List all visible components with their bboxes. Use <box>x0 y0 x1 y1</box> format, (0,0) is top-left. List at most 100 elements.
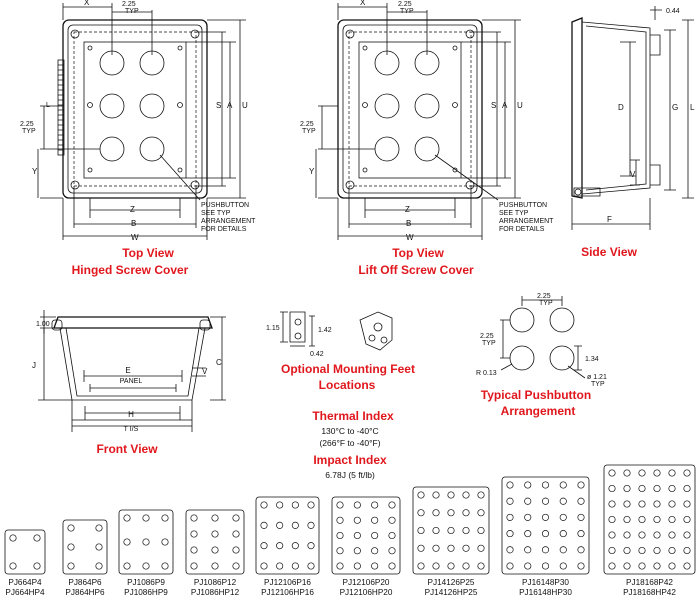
model-number-hinged: PJ12106HP20 <box>340 588 393 597</box>
pushbutton-hole <box>477 526 485 535</box>
pushbutton-hole <box>447 526 455 535</box>
model-number-hinged: PJ16148HP30 <box>519 588 572 597</box>
pushbutton-hole <box>336 501 344 509</box>
pushbutton-hole <box>541 481 550 489</box>
dim-pb-left-typ: TYP <box>482 340 496 347</box>
pushbutton-hole <box>623 531 631 539</box>
caption-front-view: Front View <box>96 442 158 456</box>
pushbutton-hole <box>291 562 299 570</box>
dim-f: F <box>607 215 612 224</box>
pushbutton-hole <box>388 516 396 524</box>
pushbutton-hole <box>211 562 219 570</box>
model-number: PJ12106P16 <box>264 578 311 587</box>
dim-z: Z <box>130 205 135 214</box>
pushbutton-hole <box>417 491 425 499</box>
dim-typ-2.25-r: 2.25 <box>300 121 314 128</box>
pushbutton-hole <box>506 481 514 489</box>
dim-1.00: 1.00 <box>36 321 50 328</box>
mounting-feet: 1.15 1.42 0.42 Optional Mounting Feet Lo… <box>266 311 415 392</box>
pushbutton-hole <box>211 514 219 522</box>
top-view-lift-off: X 2.25 TYP 2.25 TYP Y S A U Z B W PUSHBU… <box>300 0 554 277</box>
dim-e: E <box>125 366 130 375</box>
dim-w-r: W <box>406 233 414 242</box>
pushbutton-hole <box>683 484 691 493</box>
pushbutton-hole <box>371 516 379 524</box>
dim-l-side: L <box>690 103 695 112</box>
pushbutton-hole <box>683 469 691 477</box>
pushbutton-hole <box>353 547 361 555</box>
pushbutton-hole <box>524 562 532 570</box>
pushbutton-hole <box>276 501 284 509</box>
note-r-4: FOR DETAILS <box>499 226 545 233</box>
pushbutton-hole <box>447 544 455 552</box>
pushbutton-hole <box>336 547 344 555</box>
pushbutton-hole <box>211 546 219 554</box>
pushbutton-hole <box>477 491 485 499</box>
pushbutton-hole <box>559 530 567 538</box>
model-panel-outline <box>603 464 696 575</box>
caption-pb-1: Typical Pushbutton <box>481 388 591 402</box>
caption-hinged: Hinged Screw Cover <box>72 263 189 277</box>
thermal-title: Thermal Index <box>312 409 394 423</box>
dim-2.25-r: 2.25 <box>398 1 412 8</box>
dim-0.42: 0.42 <box>310 351 324 358</box>
pushbutton-hole <box>506 513 514 521</box>
caption-feet-2: Locations <box>319 378 376 392</box>
pushbutton-hole <box>638 469 646 477</box>
dim-u-r: U <box>517 101 523 110</box>
model-number: PJ664P4 <box>8 578 42 587</box>
pushbutton-hole <box>608 469 616 477</box>
pushbutton-hole <box>232 514 240 522</box>
pushbutton-hole <box>336 562 344 570</box>
pushbutton-hole <box>95 543 103 551</box>
top-view-hinged: X 2.25 TYP L 2.25 TYP Y S A U Z B W PUSH… <box>20 0 256 277</box>
dim-x-r: X <box>360 0 366 7</box>
dim-pb-top-typ: TYP <box>539 300 553 307</box>
pushbutton-hole <box>608 546 616 555</box>
dim-l: L <box>46 102 50 109</box>
impact-line-1: 6.78J (5 ft/lb) <box>325 470 375 480</box>
pushbutton-hole <box>653 515 661 524</box>
dim-2.25: 2.25 <box>122 1 136 8</box>
pushbutton-hole <box>541 497 550 505</box>
model-number-hinged: PJ1086HP9 <box>124 588 168 597</box>
pushbutton-hole <box>668 469 676 477</box>
pushbutton-hole <box>291 501 299 509</box>
side-view: 0.44 D G L V F Side View <box>571 6 695 259</box>
pushbutton-hole <box>307 542 315 550</box>
pushbutton-hole <box>142 538 150 546</box>
pushbutton-hole <box>95 562 103 570</box>
pushbutton-hole <box>668 546 676 555</box>
pushbutton-hole <box>559 481 567 489</box>
pushbutton-hole <box>608 484 616 493</box>
pushbutton-hole <box>623 484 631 493</box>
pushbutton-hole <box>559 546 567 554</box>
model-panel-outline <box>331 496 401 575</box>
dim-v-side: V <box>630 170 636 179</box>
model-number-hinged: PJ664HP4 <box>5 588 45 597</box>
pushbutton-hole <box>417 562 425 570</box>
pushbutton-hole <box>417 509 425 517</box>
dim-g: G <box>672 103 678 112</box>
pushbutton-hole <box>462 491 470 499</box>
pushbutton-hole <box>683 562 691 570</box>
pushbutton-hole <box>276 542 284 550</box>
model-number: PJ864P6 <box>68 578 102 587</box>
pushbutton-hole <box>211 530 219 538</box>
pushbutton-hole <box>577 513 585 521</box>
pushbutton-hole <box>190 514 198 522</box>
pushbutton-hole <box>623 515 631 524</box>
note-line-1: PUSHBUTTON <box>201 202 249 209</box>
model-panel-outline <box>501 476 590 575</box>
pushbutton-hole <box>161 538 169 546</box>
dim-pb-top: 2.25 <box>537 293 551 300</box>
model-number: PJ1086P12 <box>194 578 237 587</box>
pushbutton-hole <box>477 544 485 552</box>
dim-z-r: Z <box>405 205 410 214</box>
